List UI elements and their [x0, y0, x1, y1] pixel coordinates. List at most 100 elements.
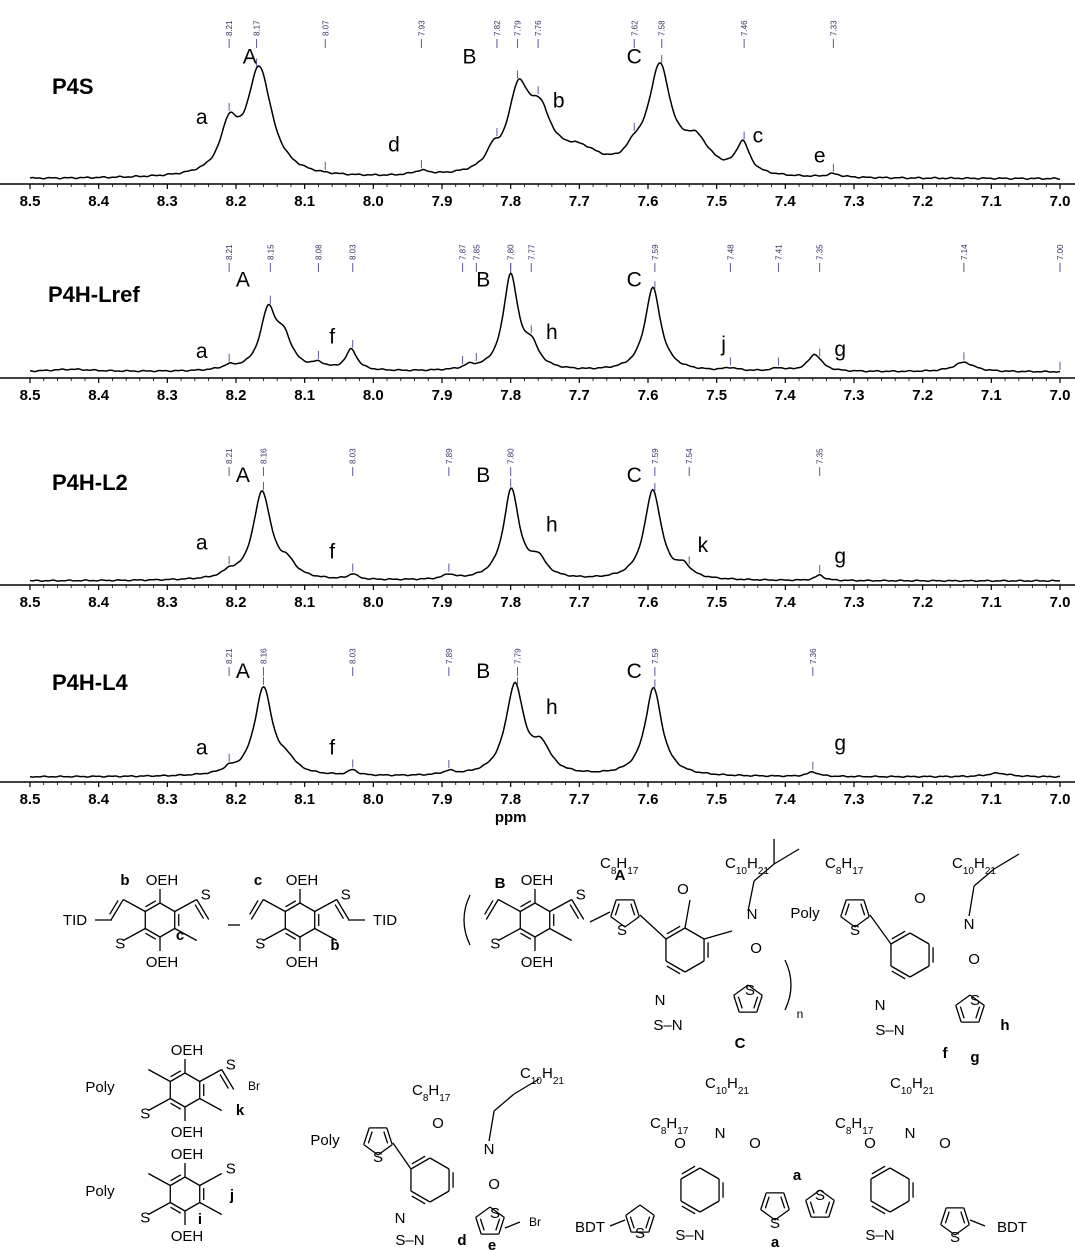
bond: [219, 1074, 230, 1089]
bond: [681, 1205, 696, 1215]
x-tick-label: 7.5: [706, 193, 727, 210]
thiadiazole-label: S–N: [395, 1232, 424, 1249]
bond: [871, 1165, 886, 1175]
bond: [147, 1172, 171, 1187]
bond: [122, 927, 146, 942]
bond: [262, 898, 286, 913]
bond: [110, 899, 124, 920]
bond: [386, 1127, 393, 1145]
bond: [549, 898, 573, 913]
peak-pick-label: 7.93: [417, 20, 426, 36]
peak-label: B: [476, 269, 490, 292]
bond: [159, 927, 176, 938]
bond: [629, 1216, 635, 1229]
bond: [955, 1005, 962, 1023]
peak-pick-label: 7.33: [829, 20, 838, 36]
bond: [184, 1176, 201, 1187]
peak-pick-label: 7.89: [445, 648, 454, 664]
sulfur-label: S: [635, 1225, 645, 1242]
thiadiazole-label: S–N: [653, 1017, 682, 1034]
bond: [498, 1217, 505, 1235]
bond: [733, 984, 749, 996]
alkyl-c10h21: C10H21: [952, 855, 996, 877]
bromine-label: Br: [248, 1079, 260, 1093]
bond: [299, 902, 316, 913]
bond: [194, 904, 205, 919]
x-tick-label: 8.0: [363, 387, 384, 404]
bond: [973, 868, 995, 887]
peak-pick-label: 8.08: [314, 244, 323, 260]
peak-pick-label: 7.35: [816, 244, 825, 260]
bond: [780, 1196, 786, 1209]
x-tick-label: 7.4: [775, 387, 797, 404]
x-tick-label: 7.2: [912, 791, 933, 808]
sulfur-label: S: [255, 936, 265, 953]
bond: [890, 932, 911, 945]
bond: [959, 1006, 965, 1019]
x-tick-label: 8.2: [226, 594, 247, 611]
proton-label-f: f: [943, 1045, 949, 1062]
bond: [285, 932, 297, 940]
bond: [184, 1201, 201, 1212]
proton-label-h: h: [1000, 1017, 1009, 1034]
bond: [993, 853, 1020, 870]
proton-label-c: c: [176, 927, 184, 944]
bond: [891, 970, 906, 980]
bond: [520, 932, 532, 940]
bond: [199, 1201, 223, 1216]
sulfur-label: S: [490, 936, 500, 953]
bracket: [463, 894, 471, 946]
x-tick-label: 7.9: [432, 594, 453, 611]
x-tick-label: 7.4: [775, 594, 797, 611]
sulfur-label: S: [226, 1161, 236, 1178]
bond: [519, 927, 536, 938]
x-tick-label: 7.2: [912, 594, 933, 611]
bond: [760, 1192, 767, 1210]
peak-pick-label: 7.77: [527, 244, 536, 260]
x-tick-label: 7.7: [569, 791, 590, 808]
bond: [699, 1200, 720, 1213]
peak-pick-label: 7.36: [809, 648, 818, 664]
peak-label: f: [329, 541, 335, 564]
x-tick-label: 8.3: [157, 387, 178, 404]
x-tick-label: 7.1: [981, 791, 1002, 808]
bond: [549, 927, 573, 942]
x-tick-label: 7.5: [706, 791, 727, 808]
x-tick-label: 7.7: [569, 387, 590, 404]
alkyl-c10h21: C10H21: [705, 1075, 749, 1097]
nitrogen-label: N: [484, 1141, 495, 1158]
bond: [614, 903, 620, 916]
spectrum-trace: [29, 62, 1060, 180]
peak-pick-label: 7.59: [651, 648, 660, 664]
oeh-label: OEH: [286, 872, 319, 889]
peak-label: C: [627, 464, 642, 487]
bond: [610, 899, 617, 917]
peak-pick-label: 7.82: [493, 20, 502, 36]
bond: [889, 1200, 910, 1213]
bond: [314, 927, 338, 942]
bond: [805, 1200, 812, 1218]
peak-pick-label: 7.59: [651, 244, 660, 260]
x-tick-label: 7.3: [844, 791, 865, 808]
peak-label: j: [720, 333, 726, 356]
peak-pick-label: 7.41: [774, 244, 783, 260]
peak-label: C: [627, 660, 642, 683]
x-tick-label: 7.6: [638, 791, 659, 808]
x-tick-label: 7.9: [432, 193, 453, 210]
proton-label-b: b: [120, 872, 129, 889]
peak-label: f: [329, 737, 335, 760]
bracket: [784, 959, 792, 1011]
bond: [488, 1110, 495, 1142]
nitrogen-label: N: [905, 1125, 916, 1142]
peak-pick-label: 8.03: [349, 648, 358, 664]
x-tick-label: 8.1: [294, 193, 315, 210]
oxygen-label: O: [914, 890, 926, 907]
bond: [184, 1072, 201, 1083]
peak-pick-label: 7.85: [472, 244, 481, 260]
bond: [109, 900, 119, 915]
sulfur-label: S: [140, 1106, 150, 1123]
x-tick-label: 7.6: [638, 387, 659, 404]
